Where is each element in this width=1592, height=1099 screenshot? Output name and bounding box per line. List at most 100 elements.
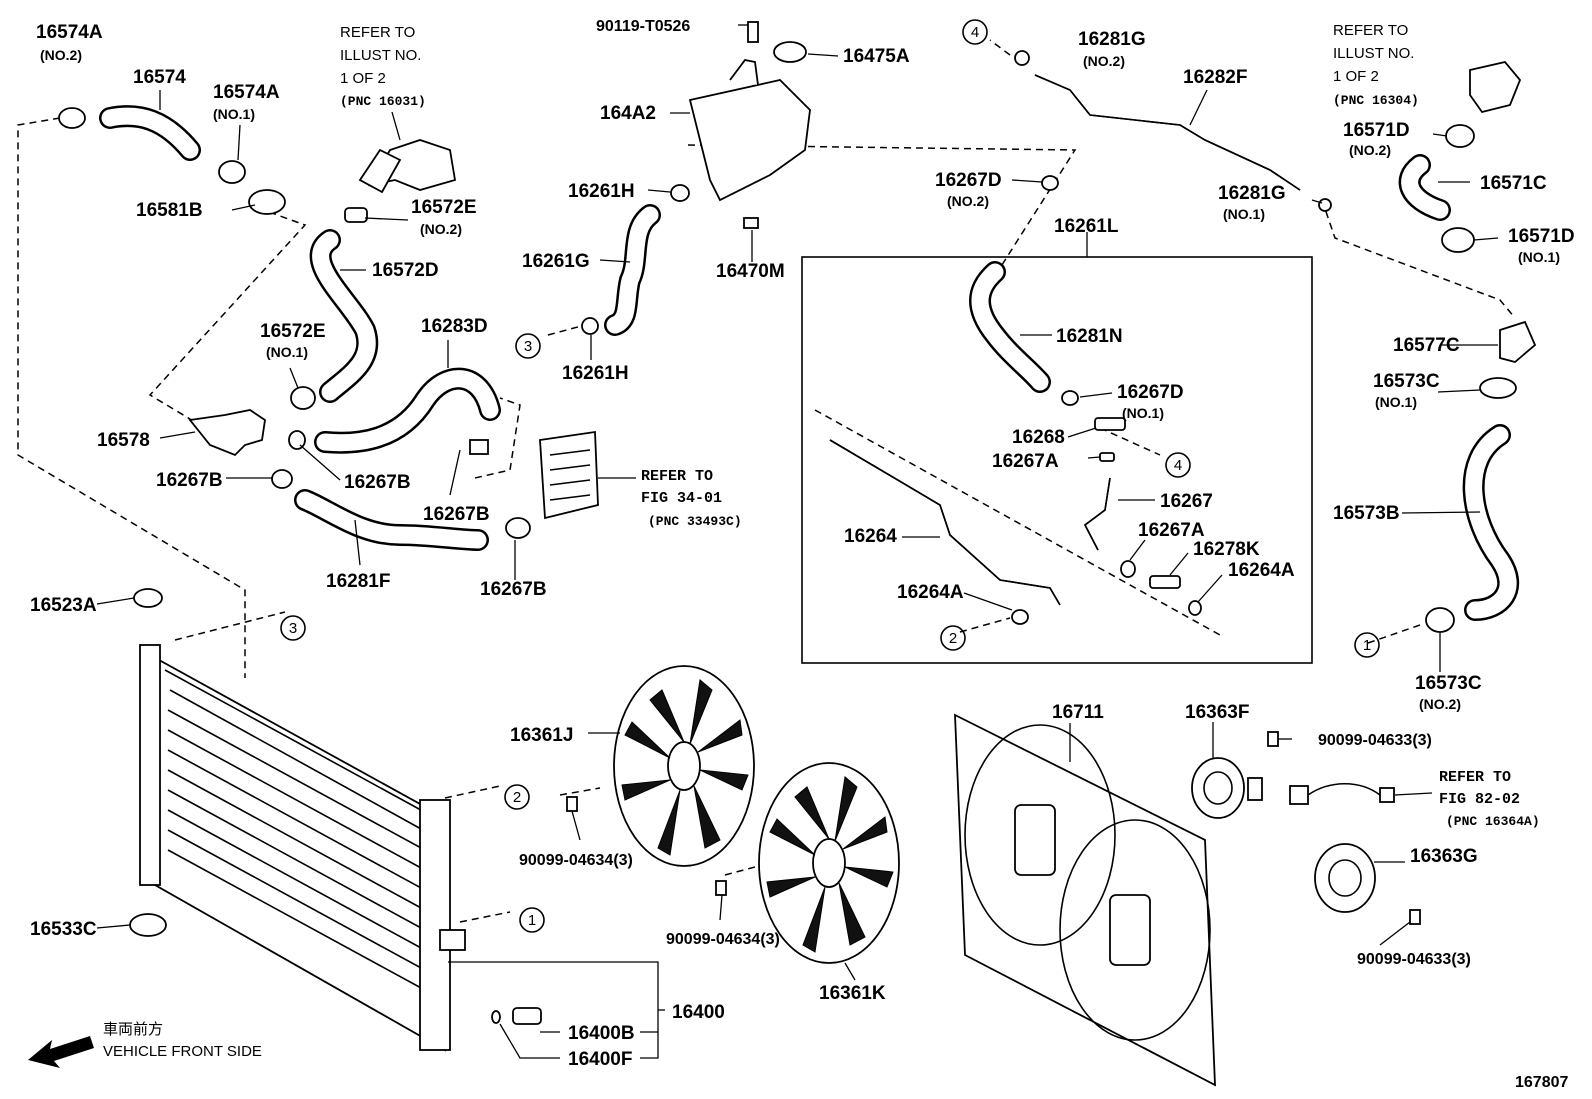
- label-16363G: 16363G: [1410, 846, 1478, 867]
- label-16267B-d: 16267B: [480, 579, 547, 600]
- circle-marker-1-a: 1: [519, 907, 545, 933]
- label-16581B: 16581B: [136, 200, 203, 221]
- svg-text:FIG 34-01: FIG 34-01: [641, 490, 722, 507]
- circle-marker-4-b: 4: [1165, 452, 1191, 478]
- hose-16572D: [309, 229, 379, 403]
- label-16261L: 16261L: [1054, 216, 1119, 237]
- label-16574A-top-sub: (NO.2): [40, 47, 82, 63]
- refer-to-16304: REFER TO ILLUST NO. 1 OF 2 (PNC 16304): [1333, 22, 1419, 108]
- label-16363F: 16363F: [1185, 702, 1249, 723]
- label-16571D-a: 16571D: [1343, 120, 1410, 141]
- svg-text:4: 4: [1174, 457, 1182, 474]
- label-16283D: 16283D: [421, 316, 488, 337]
- label-16573C-b: 16573C: [1415, 673, 1482, 694]
- group-box-16261L: [801, 256, 1313, 664]
- label-16264A-a: 16264A: [1228, 560, 1295, 581]
- svg-text:REFER TO: REFER TO: [641, 468, 713, 485]
- circle-marker-2-a: 2: [504, 784, 530, 810]
- label-16267A-a: 16267A: [992, 451, 1059, 472]
- diagram-id: 167807: [1515, 1074, 1568, 1091]
- hose-16573B: [1462, 424, 1520, 621]
- svg-text:3: 3: [289, 620, 297, 637]
- label-16281G-a-sub: (NO.2): [1083, 53, 1125, 69]
- fittings-16268: [1094, 417, 1181, 589]
- label-16573C-a: 16573C: [1373, 371, 1440, 392]
- label-16571D-a-sub: (NO.2): [1349, 142, 1391, 158]
- hose-16283D: [314, 367, 501, 454]
- hose-16574: [99, 105, 201, 161]
- leader-lines: [96, 24, 1499, 1059]
- label-16573C-b-sub: (NO.2): [1419, 696, 1461, 712]
- hose-16281N: [969, 261, 1051, 393]
- svg-text:(PNC 16364A): (PNC 16364A): [1446, 814, 1540, 829]
- front-label-en: VEHICLE FRONT SIDE: [103, 1043, 262, 1060]
- hose-16267: [1083, 477, 1111, 551]
- svg-text:REFER TO: REFER TO: [1439, 769, 1511, 786]
- label-16261H-a: 16261H: [568, 181, 635, 202]
- label-16571D-b: 16571D: [1508, 226, 1575, 247]
- label-16361K: 16361K: [819, 983, 886, 1004]
- label-16267A-b: 16267A: [1138, 520, 1205, 541]
- label-16573B: 16573B: [1333, 503, 1400, 524]
- bolt-90119: [747, 21, 759, 43]
- circle-marker-3-b: 3: [515, 333, 541, 359]
- hose-16282F: [1034, 74, 1301, 191]
- label-16572E-a-sub: (NO.2): [420, 221, 462, 237]
- label-16267D-b-sub: (NO.1): [1122, 405, 1164, 421]
- label-90119-T0526: 90119-T0526: [596, 18, 690, 35]
- label-16267B-b: 16267B: [344, 472, 411, 493]
- oil-cooler-33493C: [539, 430, 599, 520]
- label-16475A: 16475A: [843, 46, 910, 67]
- label-90099-04634-b: 90099-04634(3): [666, 931, 780, 948]
- svg-text:(PNC 33493C): (PNC 33493C): [648, 514, 742, 529]
- fitting-16577C: [1499, 320, 1537, 363]
- label-16361J: 16361J: [510, 725, 573, 746]
- label-16281F: 16281F: [326, 571, 390, 592]
- svg-text:ILLUST NO.: ILLUST NO.: [1333, 45, 1414, 62]
- svg-text:1 OF 2: 1 OF 2: [1333, 68, 1379, 85]
- label-16400B: 16400B: [568, 1023, 635, 1044]
- label-16267D-a: 16267D: [935, 170, 1002, 191]
- label-16281G-b-sub: (NO.1): [1223, 206, 1265, 222]
- label-16267: 16267: [1160, 491, 1213, 512]
- label-16261G: 16261G: [522, 251, 590, 272]
- label-16281G-a: 16281G: [1078, 29, 1146, 50]
- wire-harness-16364A: [1289, 782, 1395, 805]
- svg-text:(PNC 16031): (PNC 16031): [340, 94, 426, 109]
- dashed-guide-lines: [17, 39, 1516, 923]
- svg-text:1: 1: [528, 912, 536, 929]
- label-90099-04633-b: 90099-04633(3): [1357, 951, 1471, 968]
- label-16574A-top: 16574A: [36, 22, 103, 43]
- hose-16571C: [1398, 154, 1451, 221]
- fan-motor-16363F: [1191, 757, 1263, 819]
- label-16574: 16574: [133, 67, 186, 88]
- label-16533C: 16533C: [30, 919, 97, 940]
- fan-shroud-16711: [954, 713, 1216, 1087]
- label-16264A-b: 16264A: [897, 582, 964, 603]
- label-16267B-a: 16267B: [156, 470, 223, 491]
- label-16267D-a-sub: (NO.2): [947, 193, 989, 209]
- plugs-16523A-16533C: [129, 588, 167, 937]
- svg-text:FIG 82-02: FIG 82-02: [1439, 791, 1520, 808]
- fan-motor-16363G: [1314, 843, 1376, 913]
- fitting-16304: [1469, 60, 1522, 114]
- fan-16361J: [613, 665, 755, 867]
- label-16523A: 16523A: [30, 595, 97, 616]
- svg-text:ILLUST NO.: ILLUST NO.: [340, 47, 421, 64]
- label-16577C: 16577C: [1393, 335, 1460, 356]
- refer-to-fig-82-02: REFER TO FIG 82-02 (PNC 16364A): [1439, 769, 1540, 829]
- label-16268: 16268: [1012, 427, 1065, 448]
- circle-marker-4-a: 4: [962, 19, 988, 45]
- label-16572E-b: 16572E: [260, 321, 326, 342]
- part-labels: 16574A (NO.2) 16574 16574A (NO.1) 16581B…: [30, 18, 1575, 1070]
- svg-text:4: 4: [971, 24, 979, 41]
- label-16267D-b: 16267D: [1117, 382, 1184, 403]
- hose-16281F: [294, 489, 489, 551]
- refer-to-fig-34-01: REFER TO FIG 34-01 (PNC 33493C): [641, 468, 742, 529]
- circle-marker-2-b: 2: [940, 625, 966, 651]
- label-16572D: 16572D: [372, 260, 439, 281]
- circle-marker-3-a: 3: [280, 615, 306, 641]
- label-16281N: 16281N: [1056, 326, 1123, 347]
- fan-16361K: [758, 762, 900, 964]
- label-16572E-a: 16572E: [411, 197, 477, 218]
